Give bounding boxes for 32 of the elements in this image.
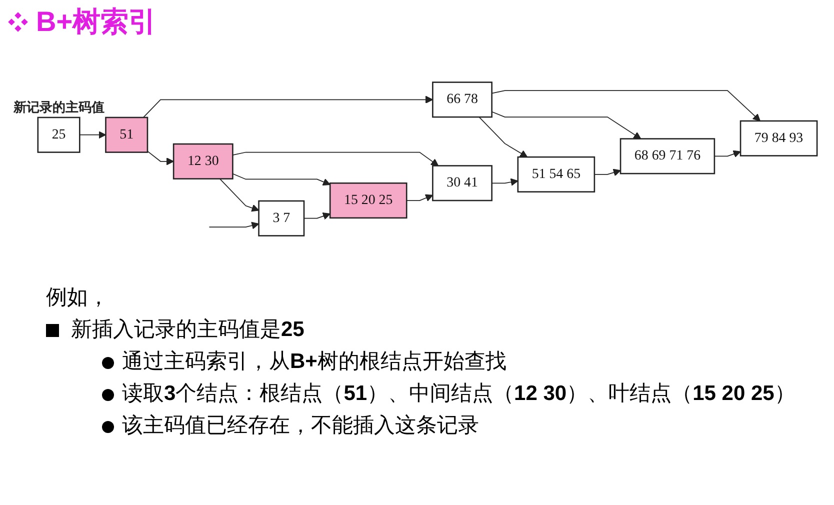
node-box: 30 41	[432, 165, 492, 202]
arrow	[491, 178, 518, 186]
arrow	[219, 178, 260, 212]
arrow	[142, 96, 434, 118]
node-box: 79 84 93	[740, 120, 818, 156]
node-box: 51	[105, 116, 148, 153]
node-box: 51 54 65	[517, 156, 596, 192]
arrow	[714, 150, 741, 158]
arrow	[406, 194, 434, 202]
node-box: 66 78	[432, 82, 492, 118]
list-item-text: 该主码值已经存在，不能插入这条记录	[122, 413, 479, 439]
arrow	[79, 131, 106, 139]
node-box: 12 30	[172, 143, 234, 180]
list-item-text: 通过主码索引，从B+树的根结点开始查找	[122, 349, 506, 375]
note-text: 例如，	[46, 285, 109, 311]
arrow	[594, 168, 621, 176]
node-box: 3 7	[258, 200, 305, 236]
node-box: 25	[37, 116, 80, 153]
arrow	[491, 90, 760, 122]
list-item-text: 读取3个结点：根结点（51）、中间结点（12 30）、叶结点（15 20 25）	[122, 381, 796, 407]
arrow	[232, 173, 330, 186]
list-item-text: 新插入记录的主码值是25	[71, 317, 304, 343]
slide-title: B+树索引	[36, 5, 157, 39]
arrow	[147, 150, 174, 166]
arrow	[478, 116, 528, 158]
arrow	[232, 152, 439, 166]
node-box: 68 69 71 76	[620, 138, 716, 174]
node-caption: 新记录的主码值	[13, 99, 104, 114]
arrow	[491, 111, 642, 140]
arrow	[208, 222, 260, 230]
node-box: 15 20 25	[329, 182, 408, 219]
arrow	[304, 212, 330, 220]
